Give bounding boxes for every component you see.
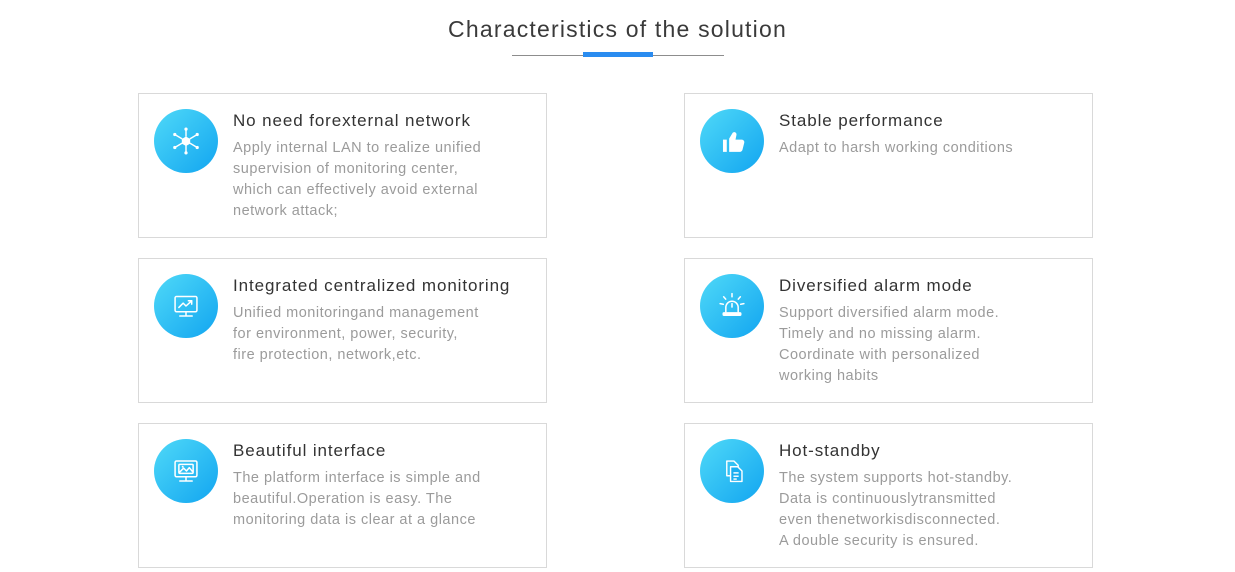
network-hub-icon: [154, 109, 218, 173]
card-description: The system supports hot-standby. Data is…: [779, 470, 1013, 549]
section-header: Characteristics of the solution: [0, 0, 1235, 57]
card-title: No need forexternal network: [233, 111, 471, 130]
card-title: Diversified alarm mode: [779, 276, 973, 295]
card-text: Integrated centralized monitoring Unifie…: [233, 274, 510, 366]
card-text: Stable performance Adapt to harsh workin…: [779, 109, 1013, 159]
card-diversified-alarm: Diversified alarm mode Support diversifi…: [684, 258, 1093, 403]
card-title: Stable performance: [779, 111, 944, 130]
card-text: Beautiful interface The platform interfa…: [233, 439, 481, 531]
card-stable-performance: Stable performance Adapt to harsh workin…: [684, 93, 1093, 238]
card-beautiful-interface: Beautiful interface The platform interfa…: [138, 423, 547, 568]
alarm-siren-icon: [700, 274, 764, 338]
card-title: Hot-standby: [779, 441, 881, 460]
card-description: Apply internal LAN to realize unified su…: [233, 140, 482, 219]
thumbs-up-icon: [700, 109, 764, 173]
underline-accent-bar: [582, 52, 653, 57]
card-centralized-monitoring: Integrated centralized monitoring Unifie…: [138, 258, 547, 403]
monitor-chart-icon: [154, 274, 218, 338]
card-description: Adapt to harsh working conditions: [779, 140, 1014, 156]
card-title: Integrated centralized monitoring: [233, 276, 511, 295]
card-text: Hot-standby The system supports hot-stan…: [779, 439, 1012, 552]
documents-icon: [700, 439, 764, 503]
feature-card-grid: No need forexternal network Apply intern…: [0, 93, 1235, 568]
card-text: Diversified alarm mode Support diversifi…: [779, 274, 999, 387]
card-hot-standby: Hot-standby The system supports hot-stan…: [684, 423, 1093, 568]
card-text: No need forexternal network Apply intern…: [233, 109, 481, 222]
interface-monitor-icon: [154, 439, 218, 503]
card-description: Support diversified alarm mode. Timely a…: [779, 305, 1000, 384]
title-underline: [511, 51, 724, 57]
card-title: Beautiful interface: [233, 441, 387, 460]
page-title: Characteristics of the solution: [448, 16, 787, 42]
card-description: Unified monitoringand management for env…: [233, 305, 479, 363]
card-description: The platform interface is simple and bea…: [233, 470, 481, 528]
card-no-external-network: No need forexternal network Apply intern…: [138, 93, 547, 238]
